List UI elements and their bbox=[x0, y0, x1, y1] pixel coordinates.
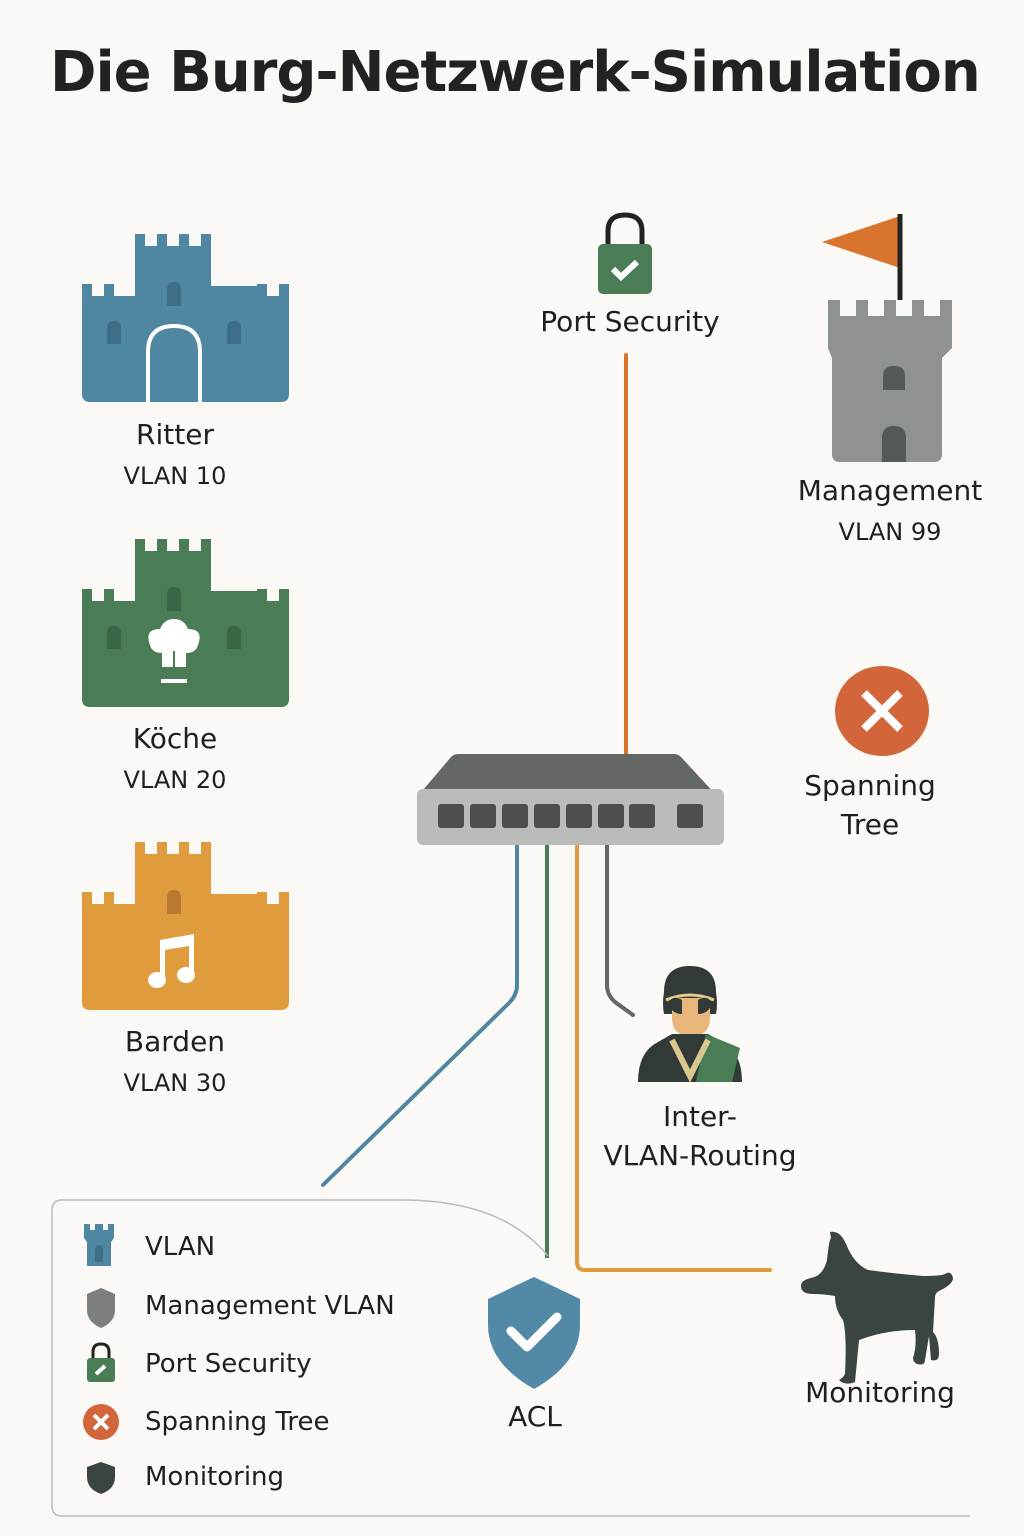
acl-label: ACL bbox=[508, 1400, 562, 1433]
ritter-label: Ritter bbox=[136, 418, 214, 451]
koeche-vlan: VLAN 20 bbox=[123, 766, 227, 794]
padlock-icon bbox=[87, 1342, 115, 1382]
tower-icon bbox=[84, 1224, 114, 1266]
spanning-tree-label-2: Tree bbox=[840, 808, 900, 841]
ritter-castle-icon bbox=[82, 234, 289, 402]
management-label: Management bbox=[797, 474, 983, 507]
shield-gray-icon bbox=[87, 1288, 115, 1328]
management-tower-icon bbox=[822, 214, 952, 462]
legend-border bbox=[51, 1199, 970, 1517]
monitoring-label: Monitoring bbox=[805, 1376, 955, 1409]
page-title: Die Burg-Netzwerk-Simulation bbox=[50, 40, 981, 105]
routing-link bbox=[605, 843, 635, 1017]
legend-label-monitoring: Monitoring bbox=[145, 1462, 285, 1492]
barden-castle-icon bbox=[82, 842, 289, 1010]
router-person-icon bbox=[638, 966, 742, 1083]
koeche-castle-icon bbox=[82, 539, 289, 707]
barden-vlan: VLAN 30 bbox=[123, 1069, 227, 1097]
shield-dark-icon bbox=[87, 1462, 115, 1494]
padlock-check-icon bbox=[598, 212, 652, 294]
legend-label-management: Management VLAN bbox=[145, 1291, 395, 1321]
acl-shield-icon bbox=[488, 1277, 580, 1389]
management-vlan: VLAN 99 bbox=[838, 518, 942, 546]
network-switch-icon bbox=[417, 754, 724, 845]
legend-label-spanning-tree: Spanning Tree bbox=[145, 1407, 330, 1437]
koeche-label: Köche bbox=[132, 722, 218, 755]
barden-label: Barden bbox=[124, 1025, 226, 1058]
spanning-tree-x-icon bbox=[835, 666, 929, 756]
inter-vlan-label-1: Inter- bbox=[662, 1100, 738, 1133]
vlan10-link bbox=[321, 843, 519, 1187]
legend-label-vlan: VLAN bbox=[145, 1232, 216, 1262]
ritter-vlan: VLAN 10 bbox=[123, 462, 227, 490]
inter-vlan-label-2: VLAN-Routing bbox=[603, 1139, 797, 1172]
legend: VLAN Management VLAN Port Security Spann… bbox=[52, 1198, 972, 1516]
vlan30-link bbox=[575, 843, 772, 1272]
spanning-tree-label-1: Spanning bbox=[804, 769, 936, 802]
monitoring-dog-icon bbox=[801, 1231, 953, 1384]
legend-label-port-security: Port Security bbox=[145, 1349, 312, 1379]
x-circle-icon bbox=[83, 1404, 119, 1440]
port-security-label: Port Security bbox=[540, 305, 720, 338]
